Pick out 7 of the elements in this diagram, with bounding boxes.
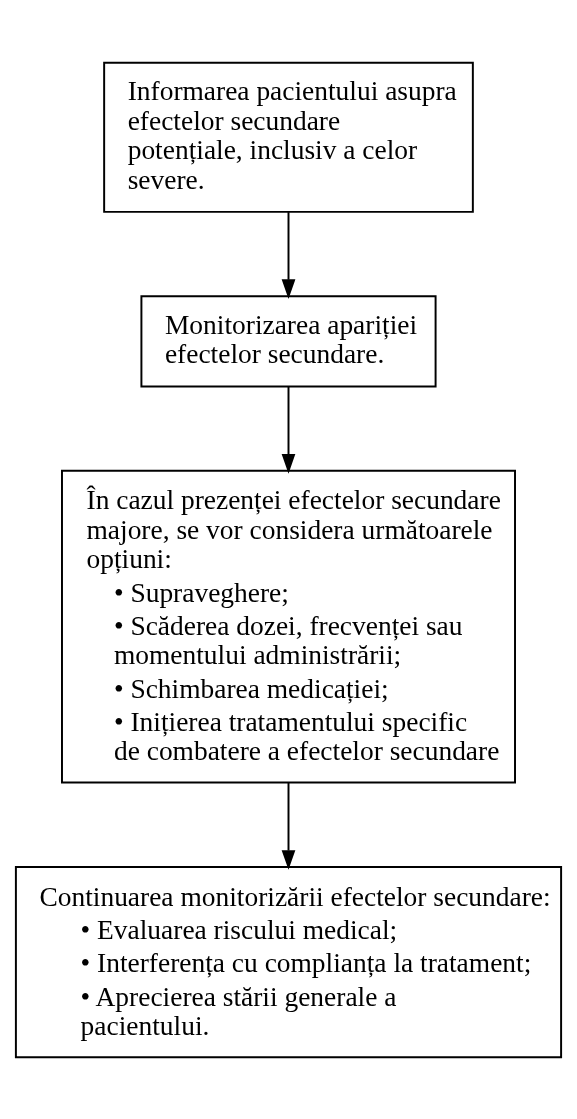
arrow — [281, 210, 296, 299]
node-box: Monitorizarea apariției efectelor secundare. — [140, 294, 437, 387]
arrow — [281, 781, 296, 870]
node-box: În cazul prezenței efectelor secundare majore, se vor considera următoarele opțiuni: • Supraveghere; • Scăderea dozei, frecvenței sau momentului administrării; • Schimbarea medicației; • Inițierea tratamentului specific de combatere a efectelor secundare — [61, 469, 516, 784]
node-box: Informarea pacientului asupra efectelor secundare potențiale, inclusiv a celor severe. — [103, 61, 474, 213]
node-box: Continuarea monitorizării efectelor secundare: • Evaluarea riscului medical; • Interferența cu complianța la tratament; • Aprecierea stării generale a pacientului. — [14, 865, 563, 1058]
arrow — [281, 385, 296, 474]
